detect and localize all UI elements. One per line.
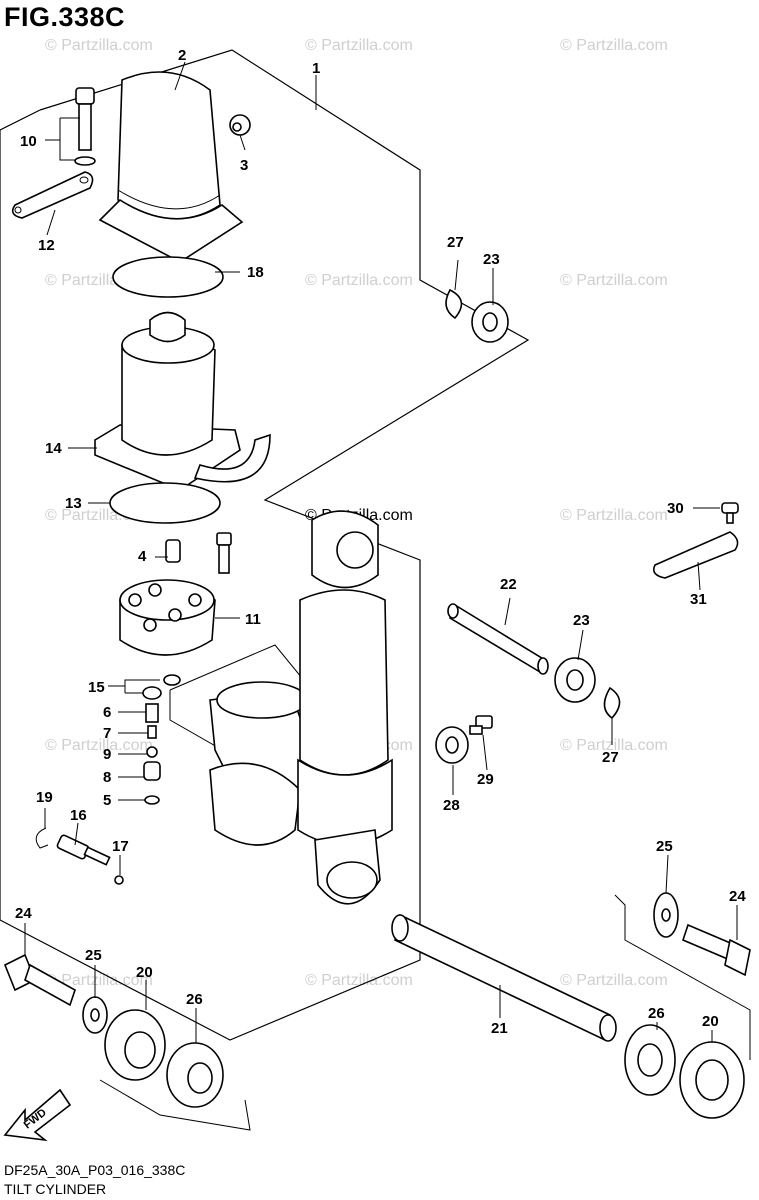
part-14-motor	[94, 311, 271, 491]
leader-lines	[24, 61, 751, 1131]
callout-15: 15	[88, 679, 105, 696]
part-11-pump	[119, 579, 216, 656]
part-28-spacer	[435, 726, 469, 764]
callout-31: 31	[690, 591, 707, 608]
callout-13: 13	[65, 495, 82, 512]
callout-29: 29	[477, 771, 494, 788]
part-26-bushing-right	[624, 1024, 676, 1096]
watermark: © Partzilla.com	[305, 272, 413, 289]
part-13-o-ring	[109, 482, 221, 524]
watermark: © Partzilla.com	[560, 737, 668, 754]
callout-12: 12	[38, 237, 55, 254]
callout-1: 1	[312, 60, 320, 77]
watermark: © Partzilla.com	[560, 972, 668, 989]
tilt-cylinder-body	[209, 510, 393, 905]
callout-26a: 26	[186, 991, 203, 1008]
callout-24b: 24	[729, 888, 746, 905]
callout-23a: 23	[483, 251, 500, 268]
callout-25a: 25	[85, 947, 102, 964]
callout-20a: 20	[136, 964, 153, 981]
callout-18: 18	[247, 264, 264, 281]
callout-19: 19	[36, 789, 53, 806]
part-16-manual-valve	[35, 827, 124, 885]
callout-labels: 1 2 3 4 5 6 7 8 9 10 11 12 13 14 15 16 1…	[15, 47, 746, 1037]
part-20-collar-left	[104, 1009, 166, 1081]
part-20-collar-right	[679, 1041, 745, 1119]
callout-11: 11	[245, 611, 261, 628]
callout-14: 14	[45, 440, 62, 457]
part-18-o-ring	[112, 256, 224, 298]
watermark: © Partzilla.com	[560, 507, 668, 524]
figure-code: DF25A_30A_P03_016_338C	[4, 1162, 186, 1178]
part-3-plug	[229, 114, 251, 136]
part-24-bolt-right	[682, 923, 751, 977]
callout-7: 7	[103, 725, 111, 742]
part-26-bushing-left	[166, 1042, 224, 1108]
callout-4: 4	[138, 548, 147, 565]
part-25-washer-right	[653, 892, 679, 938]
callout-20b: 20	[702, 1013, 719, 1030]
part-27-clip-lower	[603, 686, 621, 720]
callout-10: 10	[20, 133, 37, 150]
part-27-clip-upper	[445, 288, 463, 320]
small-parts-stack	[142, 674, 181, 805]
callout-27b: 27	[602, 749, 619, 766]
watermark: © Partzilla.com	[305, 972, 413, 989]
callout-2: 2	[178, 47, 186, 64]
callout-17: 17	[112, 838, 129, 855]
callout-5: 5	[103, 792, 111, 809]
watermark: © Partzilla.com	[560, 272, 668, 289]
part-10-bolt	[74, 87, 96, 166]
watermark: © Partzilla.com	[45, 972, 153, 989]
part-4-valve	[165, 532, 232, 574]
callout-28: 28	[443, 797, 460, 814]
part-23-bushing-lower	[554, 657, 596, 703]
part-21-shaft	[391, 913, 617, 1042]
callout-21: 21	[491, 1020, 508, 1037]
part-25-washer-left	[82, 996, 108, 1034]
part-24-bolt-left	[3, 953, 76, 1007]
part-29-screw	[469, 715, 493, 735]
callout-6: 6	[103, 704, 111, 721]
part-22-pin	[447, 603, 549, 675]
part-31-strap	[652, 531, 739, 579]
watermark: © Partzilla.com	[560, 37, 668, 54]
watermark: © Partzilla.com	[45, 37, 153, 54]
watermark: © Partzilla.com	[45, 737, 153, 754]
callout-23b: 23	[573, 612, 590, 629]
callout-8: 8	[103, 769, 111, 786]
callout-26b: 26	[648, 1005, 665, 1022]
fwd-arrow: FWD	[3, 1088, 72, 1142]
watermark: © Partzilla.com	[305, 37, 413, 54]
callout-3: 3	[240, 157, 248, 174]
callout-25b: 25	[656, 838, 673, 855]
part-2-cover	[98, 71, 244, 263]
callout-24a: 24	[15, 905, 32, 922]
callout-22: 22	[500, 576, 517, 593]
callout-27a: 27	[447, 234, 464, 251]
part-12-strap	[11, 171, 94, 219]
figure-name: TILT CYLINDER	[4, 1181, 107, 1197]
assembly-boundary	[0, 49, 530, 1041]
part-30-screw	[721, 502, 739, 524]
callout-30: 30	[667, 500, 684, 517]
figure-title: FIG.338C	[4, 2, 126, 32]
callout-16: 16	[70, 807, 87, 824]
callout-9: 9	[103, 746, 111, 763]
part-23-bushing-upper	[471, 301, 509, 343]
